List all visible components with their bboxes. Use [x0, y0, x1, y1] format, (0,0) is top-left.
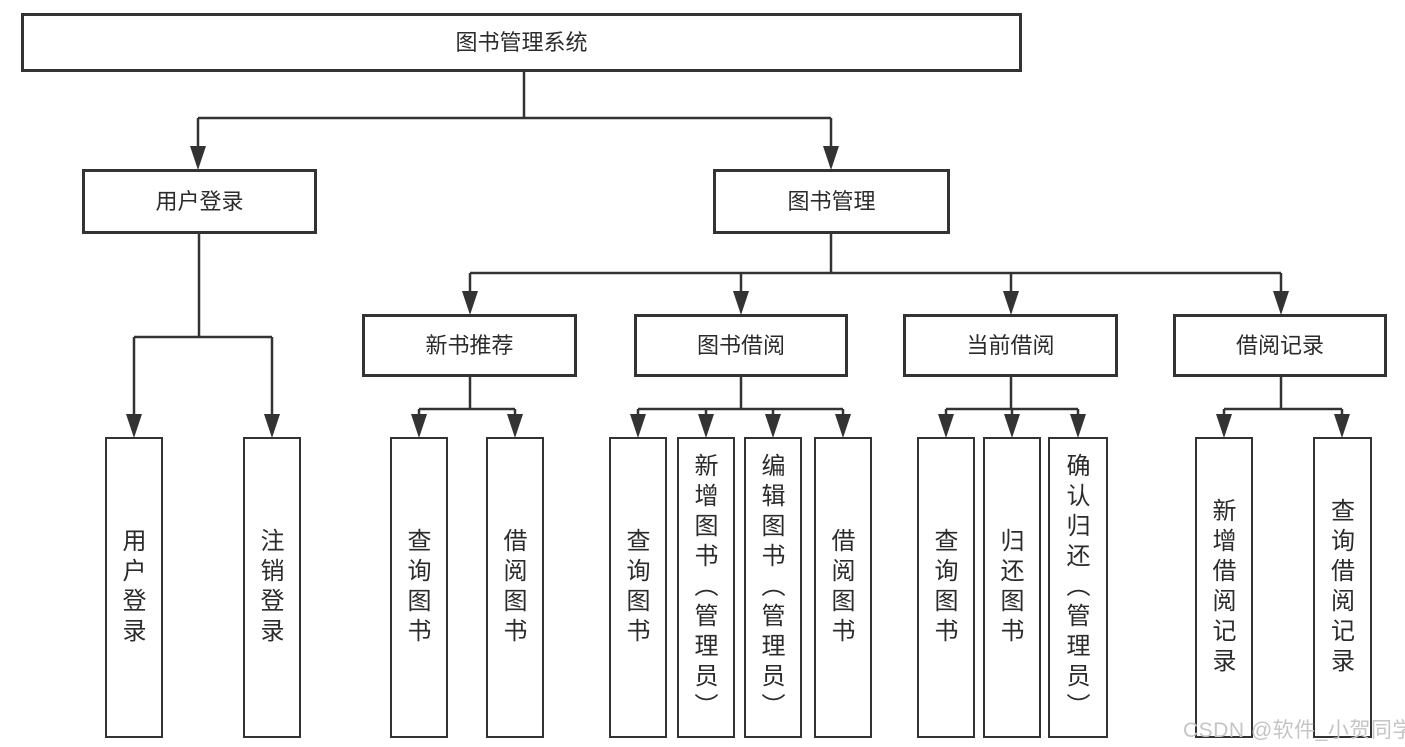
leaf-confirm-return-admin: 确认归还（管理员）: [1048, 437, 1108, 738]
leaf-borrow-books-2: 借阅图书: [814, 437, 872, 738]
node-label: 编辑图书（管理员）: [757, 452, 784, 723]
node-book-borrowing: 图书借阅: [634, 314, 848, 377]
leaf-add-borrow-record: 新增借阅记录: [1195, 437, 1253, 738]
node-label: 用户登录: [155, 188, 244, 214]
node-library-management-system: 图书管理系统: [21, 13, 1022, 72]
node-label: 借阅图书: [827, 527, 854, 648]
leaf-add-books-admin: 新增图书（管理员）: [677, 437, 735, 738]
leaf-logout: 注销登录: [243, 437, 301, 738]
leaf-query-books-3: 查询图书: [917, 437, 975, 738]
node-label: 查询图书: [403, 527, 430, 648]
node-label: 新增图书（管理员）: [690, 452, 717, 723]
node-current-borrowing: 当前借阅: [903, 314, 1118, 377]
node-label: 图书管理: [787, 188, 876, 214]
node-borrowing-records: 借阅记录: [1173, 314, 1387, 377]
leaf-return-books: 归还图书: [983, 437, 1041, 738]
node-label: 借阅图书: [499, 527, 526, 648]
node-label: 新书推荐: [425, 332, 514, 358]
csdn-watermark: CSDN @软件_小贺同学: [1183, 719, 1405, 742]
node-label: 借阅记录: [1235, 332, 1324, 358]
node-label: 图书借阅: [696, 332, 785, 358]
leaf-edit-books-admin: 编辑图书（管理员）: [744, 437, 802, 738]
node-label: 用户登录: [118, 527, 145, 648]
leaf-query-borrow-record: 查询借阅记录: [1313, 437, 1372, 738]
node-label: 归还图书: [996, 527, 1023, 648]
arrowheads: [126, 146, 1350, 438]
node-label: 确认归还（管理员）: [1062, 452, 1089, 723]
leaf-query-books-2: 查询图书: [609, 437, 667, 738]
leaf-borrow-books-1: 借阅图书: [486, 437, 544, 738]
node-label: 图书管理系统: [455, 29, 588, 55]
node-new-book-recommendation: 新书推荐: [362, 314, 577, 377]
node-label: 新增借阅记录: [1208, 497, 1235, 678]
node-user-login: 用户登录: [82, 169, 317, 234]
node-label: 注销登录: [256, 527, 283, 648]
node-label: 查询图书: [930, 527, 957, 648]
node-book-management: 图书管理: [713, 169, 950, 234]
leaf-user-login: 用户登录: [105, 437, 163, 738]
node-label: 查询借阅记录: [1326, 497, 1354, 678]
node-label: 当前借阅: [966, 332, 1055, 358]
leaf-query-books-1: 查询图书: [390, 437, 448, 738]
node-label: 查询图书: [622, 527, 649, 648]
